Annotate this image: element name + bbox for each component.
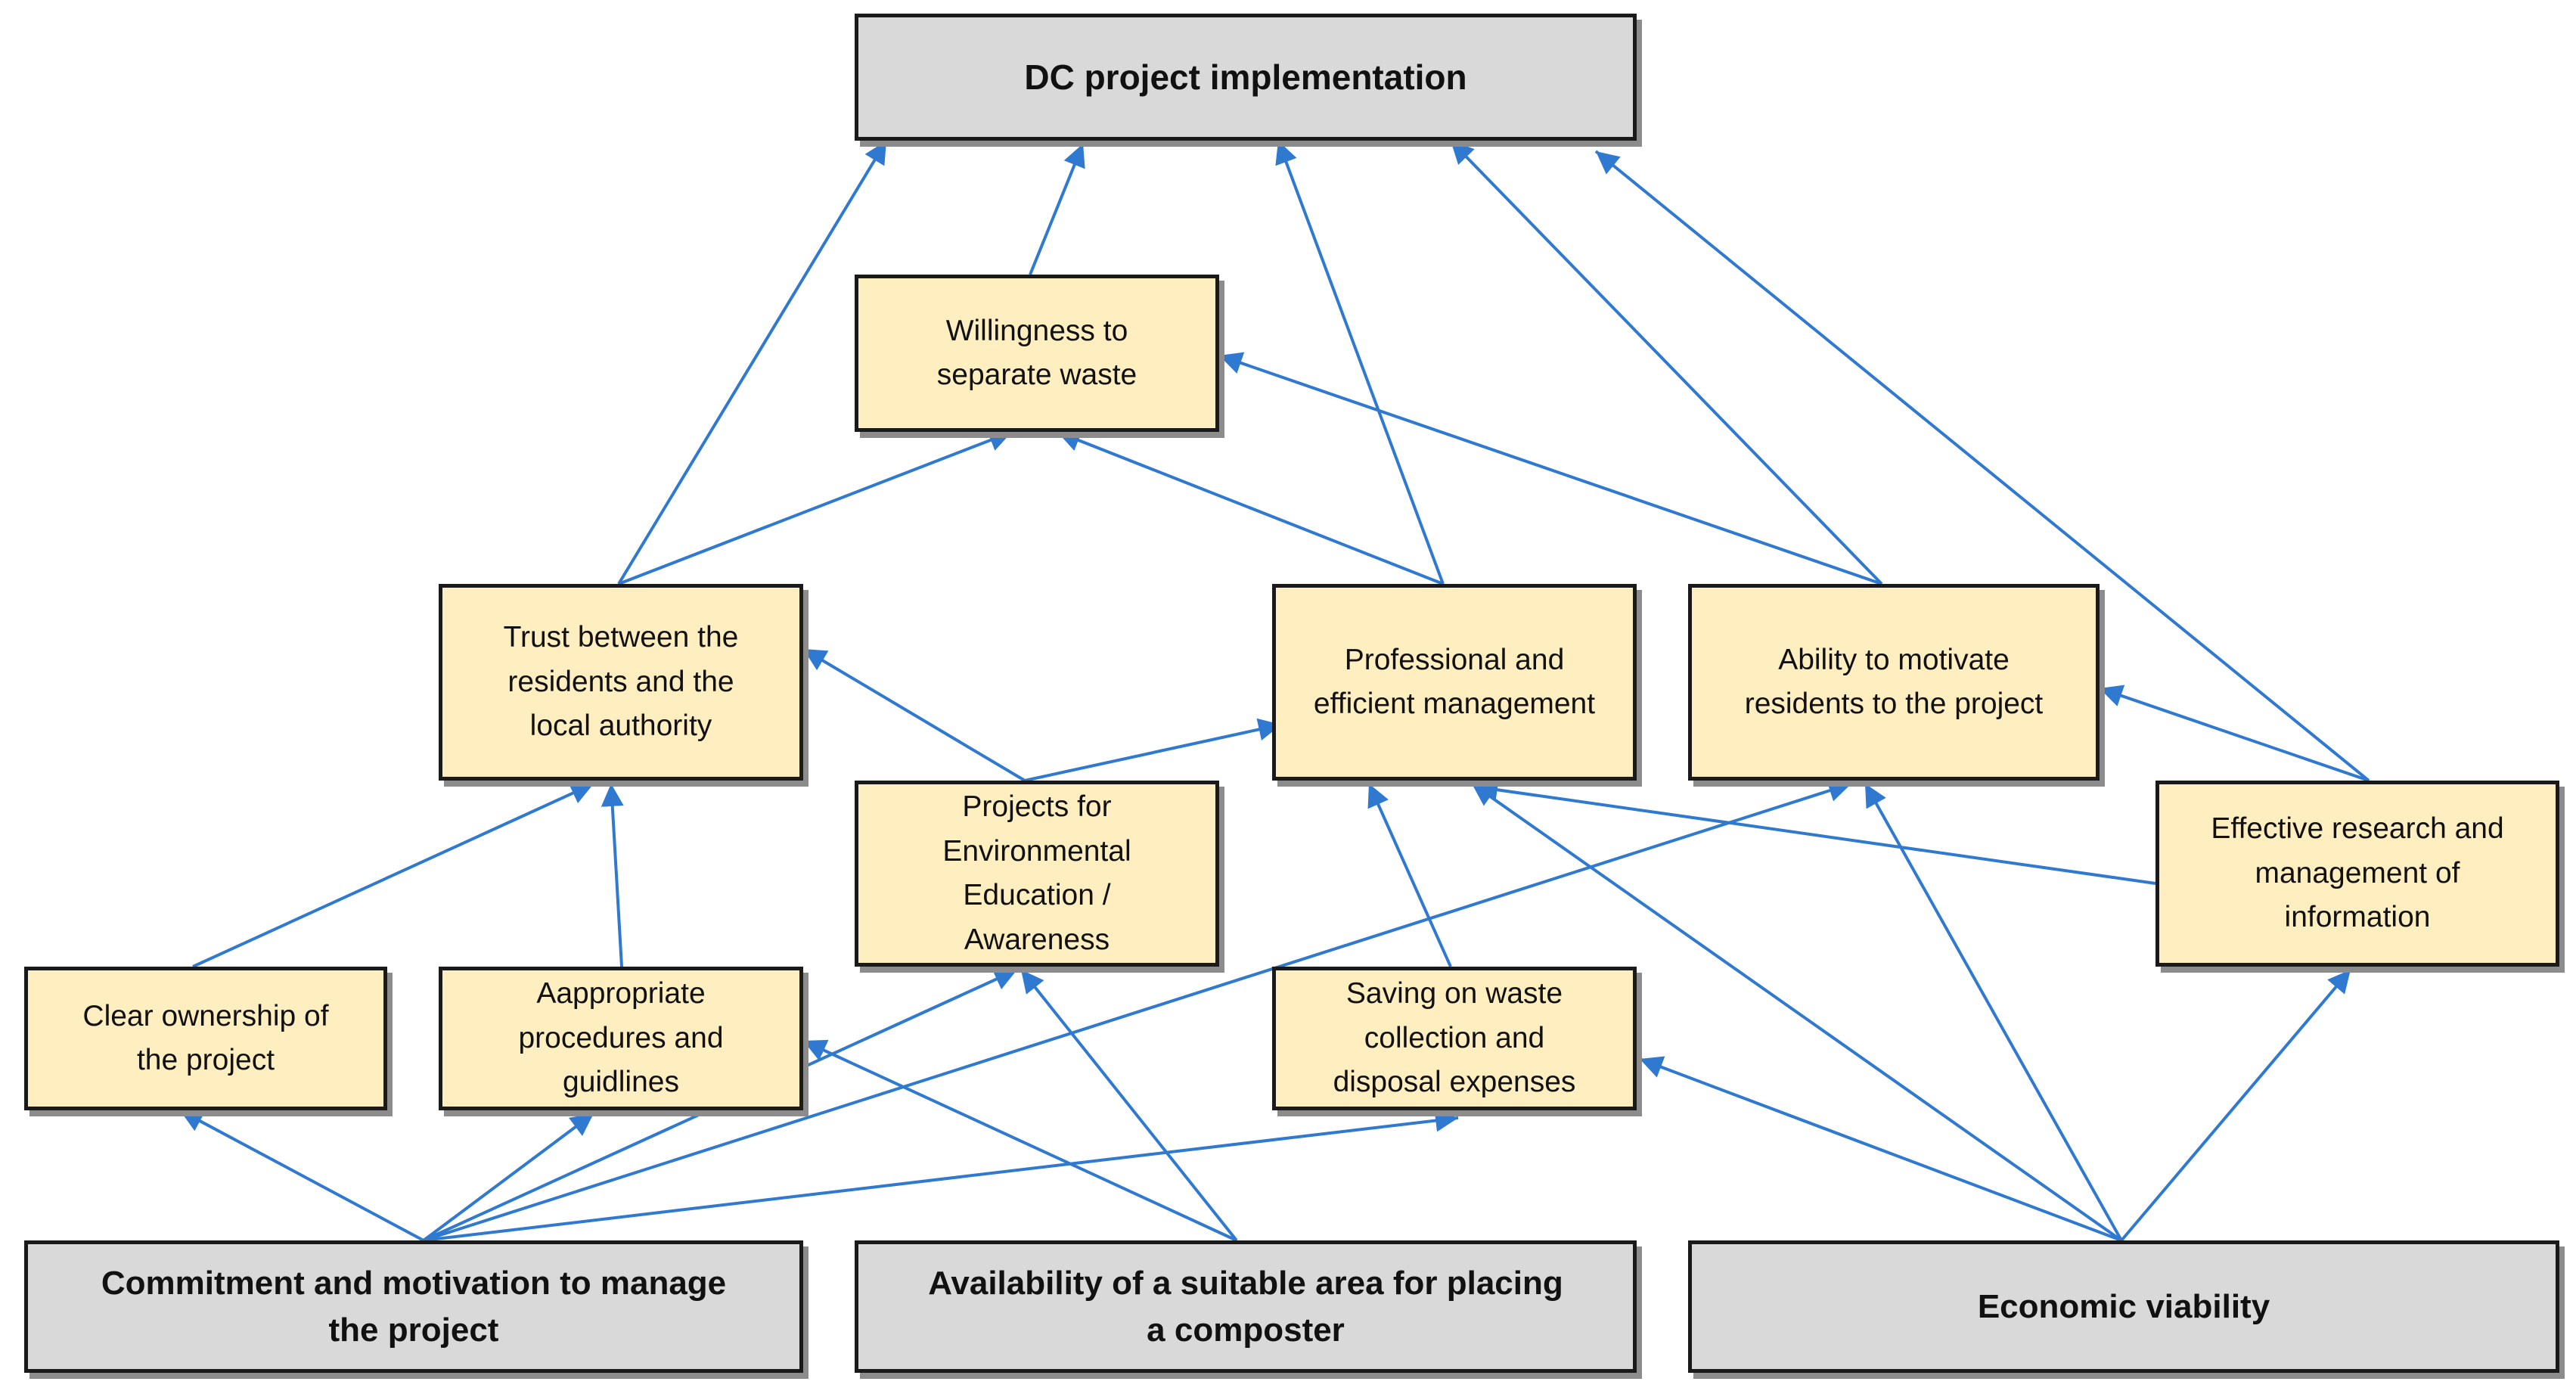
node-label: Projects for Environmental Education / A… <box>942 790 1131 956</box>
arrow-saving-to-professional <box>1367 783 1452 967</box>
arrow-commitment-to-ability <box>423 779 1852 1242</box>
arrow-trust-to-dc-implementation <box>617 139 888 585</box>
node-effective-research: Effective research and management of inf… <box>2155 781 2559 967</box>
node-commitment-motivation: Commitment and motivation to manage the … <box>24 1240 803 1373</box>
arrow-procedures-to-trust <box>601 783 624 967</box>
node-economic-viability: Economic viability <box>1688 1240 2559 1373</box>
node-saving-waste-collection: Saving on waste collection and disposal … <box>1272 967 1637 1110</box>
node-label: Trust between the residents and the loca… <box>503 621 739 743</box>
node-procedures-guidelines: Aappropriate procedures and guidlines <box>439 967 803 1110</box>
node-professional-management: Professional and efficient management <box>1272 584 1637 781</box>
arrow-area-to-env-education <box>1020 968 1238 1242</box>
node-label: Aappropriate procedures and guidlines <box>518 977 724 1099</box>
node-label: Economic viability <box>1977 1287 2270 1325</box>
arrow-research-to-professional <box>1474 778 2156 885</box>
arrow-area-to-procedures <box>802 1039 1237 1242</box>
node-label: Ability to motivate residents to the pro… <box>1744 643 2044 721</box>
arrow-commitment-to-ownership <box>179 1109 424 1242</box>
arrow-ability-to-willingness <box>1218 352 1882 585</box>
arrow-ability-to-dc-implementation <box>1449 139 1883 585</box>
node-label: Willingness to separate waste <box>936 314 1137 392</box>
node-label: Professional and efficient management <box>1313 643 1596 721</box>
arrow-research-to-dc-implementation <box>1594 150 2370 782</box>
arrow-ownership-to-trust <box>192 782 594 968</box>
node-dc-project-implementation: DC project implementation <box>855 14 1637 141</box>
arrow-economic-to-ability <box>1864 783 2123 1241</box>
arrow-commitment-to-procedures <box>422 1112 595 1242</box>
node-suitable-area: Availability of a suitable area for plac… <box>855 1240 1637 1373</box>
node-label: DC project implementation <box>1024 57 1467 97</box>
arrow-research-to-ability <box>2099 685 2370 782</box>
node-label: Clear ownership of the project <box>82 999 329 1077</box>
node-label: Effective research and management of inf… <box>2211 812 2504 934</box>
arrow-trust-to-willingness <box>618 429 1013 585</box>
arrow-willingness-to-dc-implementation <box>1029 143 1085 275</box>
node-label: Saving on waste collection and disposal … <box>1333 977 1576 1099</box>
arrow-env-education-to-trust <box>802 647 1026 782</box>
arrow-economic-to-research <box>2120 968 2352 1242</box>
node-trust: Trust between the residents and the loca… <box>439 584 803 781</box>
arrow-professional-to-willingness <box>1057 430 1444 585</box>
node-ability-to-motivate: Ability to motivate residents to the pro… <box>1688 584 2100 781</box>
arrow-economic-to-saving <box>1639 1056 2122 1242</box>
arrow-professional-to-dc-implementation <box>1275 140 1445 585</box>
arrow-economic-to-professional <box>1470 782 2123 1242</box>
arrow-commitment-to-saving <box>423 1109 1459 1242</box>
node-willingness-to-separate-waste: Willingness to separate waste <box>855 275 1219 432</box>
node-label: Commitment and motivation to manage the … <box>101 1264 727 1349</box>
arrow-env-education-to-professional <box>1024 718 1282 782</box>
node-label: Availability of a suitable area for plac… <box>928 1264 1563 1349</box>
node-environmental-education: Projects for Environmental Education / A… <box>855 781 1219 967</box>
node-clear-ownership: Clear ownership of the project <box>24 967 387 1110</box>
